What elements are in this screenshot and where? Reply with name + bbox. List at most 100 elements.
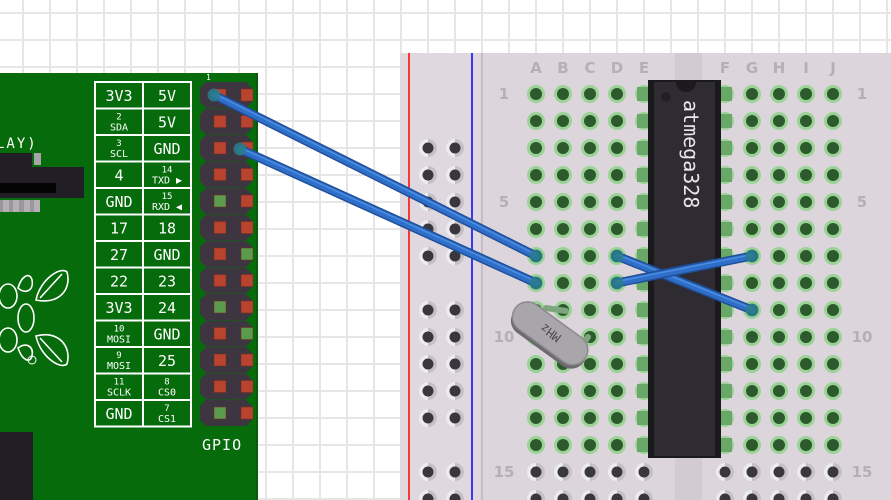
breadboard-hole[interactable] — [773, 223, 785, 235]
breadboard-hole[interactable] — [800, 358, 812, 370]
breadboard-hole[interactable] — [530, 223, 542, 235]
rail-hole[interactable] — [449, 196, 461, 208]
breadboard-hole[interactable] — [584, 169, 596, 181]
breadboard-hole[interactable] — [800, 412, 812, 424]
breadboard-hole[interactable] — [800, 466, 812, 478]
breadboard-hole[interactable] — [800, 331, 812, 343]
breadboard-hole[interactable] — [557, 439, 569, 451]
breadboard-hole[interactable] — [746, 358, 758, 370]
breadboard-hole[interactable] — [800, 196, 812, 208]
rail-hole[interactable] — [449, 412, 461, 424]
breadboard-hole[interactable] — [773, 115, 785, 127]
header-pin[interactable] — [213, 115, 227, 128]
header-pin[interactable] — [213, 247, 227, 261]
breadboard-hole[interactable] — [557, 142, 569, 154]
breadboard-hole[interactable] — [530, 169, 542, 181]
breadboard-hole[interactable] — [584, 250, 596, 262]
header-pin[interactable] — [240, 88, 254, 102]
breadboard-hole[interactable] — [827, 115, 839, 127]
breadboard-hole[interactable] — [800, 277, 812, 289]
breadboard-hole[interactable] — [800, 88, 812, 100]
breadboard-hole[interactable] — [827, 466, 839, 478]
breadboard-hole[interactable] — [557, 493, 569, 500]
header-pin[interactable] — [240, 247, 254, 261]
breadboard-hole[interactable] — [638, 493, 650, 500]
breadboard-hole[interactable] — [746, 196, 758, 208]
breadboard-hole[interactable] — [611, 304, 623, 316]
breadboard-hole[interactable] — [611, 115, 623, 127]
rail-hole[interactable] — [449, 385, 461, 397]
breadboard-hole[interactable] — [530, 88, 542, 100]
breadboard-hole[interactable] — [800, 385, 812, 397]
breadboard-hole[interactable] — [611, 169, 623, 181]
breadboard-hole[interactable] — [530, 385, 542, 397]
breadboard-hole[interactable] — [584, 304, 596, 316]
crystal-oscillator[interactable]: MHz — [504, 296, 594, 375]
header-pin[interactable] — [240, 194, 254, 208]
wire-endpoint[interactable] — [529, 276, 543, 290]
wire-endpoint[interactable] — [233, 142, 247, 156]
header-pin[interactable] — [240, 221, 254, 234]
breadboard-hole[interactable] — [746, 88, 758, 100]
breadboard-hole[interactable] — [800, 439, 812, 451]
breadboard-hole[interactable] — [638, 466, 650, 478]
header-pin[interactable] — [213, 221, 227, 234]
breadboard-hole[interactable] — [584, 115, 596, 127]
breadboard-hole[interactable] — [746, 115, 758, 127]
breadboard-hole[interactable] — [800, 115, 812, 127]
breadboard-hole[interactable] — [530, 142, 542, 154]
breadboard-hole[interactable] — [557, 169, 569, 181]
wire-endpoint[interactable] — [610, 249, 624, 263]
breadboard-hole[interactable] — [584, 385, 596, 397]
wire[interactable] — [207, 88, 543, 263]
breadboard-hole[interactable] — [746, 277, 758, 289]
wire-endpoint[interactable] — [745, 303, 759, 317]
breadboard-hole[interactable] — [557, 223, 569, 235]
wire-endpoint[interactable] — [610, 276, 624, 290]
header-pin[interactable] — [240, 380, 254, 393]
header-pin[interactable] — [240, 168, 254, 181]
breadboard-hole[interactable] — [800, 142, 812, 154]
breadboard-hole[interactable] — [584, 277, 596, 289]
breadboard-hole[interactable] — [746, 223, 758, 235]
breadboard-hole[interactable] — [719, 493, 731, 500]
breadboard-hole[interactable] — [746, 439, 758, 451]
breadboard-hole[interactable] — [557, 466, 569, 478]
rail-hole[interactable] — [449, 466, 461, 478]
breadboard-hole[interactable] — [773, 277, 785, 289]
breadboard-hole[interactable] — [773, 196, 785, 208]
breadboard-hole[interactable] — [773, 466, 785, 478]
breadboard-hole[interactable] — [800, 250, 812, 262]
breadboard-hole[interactable] — [719, 466, 731, 478]
breadboard-hole[interactable] — [773, 358, 785, 370]
rail-hole[interactable] — [422, 250, 434, 262]
rail-hole[interactable] — [449, 250, 461, 262]
header-pin[interactable] — [213, 380, 227, 393]
breadboard-hole[interactable] — [773, 142, 785, 154]
breadboard-hole[interactable] — [557, 115, 569, 127]
header-pin[interactable] — [213, 141, 227, 155]
header-pin[interactable] — [213, 353, 227, 367]
breadboard-hole[interactable] — [746, 466, 758, 478]
rail-hole[interactable] — [449, 493, 461, 500]
breadboard-hole[interactable] — [773, 169, 785, 181]
breadboard-hole[interactable] — [746, 331, 758, 343]
breadboard-hole[interactable] — [584, 88, 596, 100]
breadboard-hole[interactable] — [584, 223, 596, 235]
breadboard-hole[interactable] — [530, 196, 542, 208]
breadboard-hole[interactable] — [530, 358, 542, 370]
breadboard-hole[interactable] — [827, 412, 839, 424]
header-pin[interactable] — [213, 406, 227, 420]
breadboard-hole[interactable] — [827, 250, 839, 262]
wire[interactable] — [610, 249, 759, 317]
breadboard-hole[interactable] — [773, 412, 785, 424]
breadboard-hole[interactable] — [530, 115, 542, 127]
header-pin[interactable] — [240, 274, 254, 287]
rail-hole[interactable] — [422, 142, 434, 154]
breadboard-hole[interactable] — [746, 412, 758, 424]
header-pin[interactable] — [240, 327, 254, 340]
breadboard-hole[interactable] — [557, 385, 569, 397]
breadboard-hole[interactable] — [827, 331, 839, 343]
breadboard-hole[interactable] — [530, 439, 542, 451]
header-pin[interactable] — [213, 168, 227, 181]
